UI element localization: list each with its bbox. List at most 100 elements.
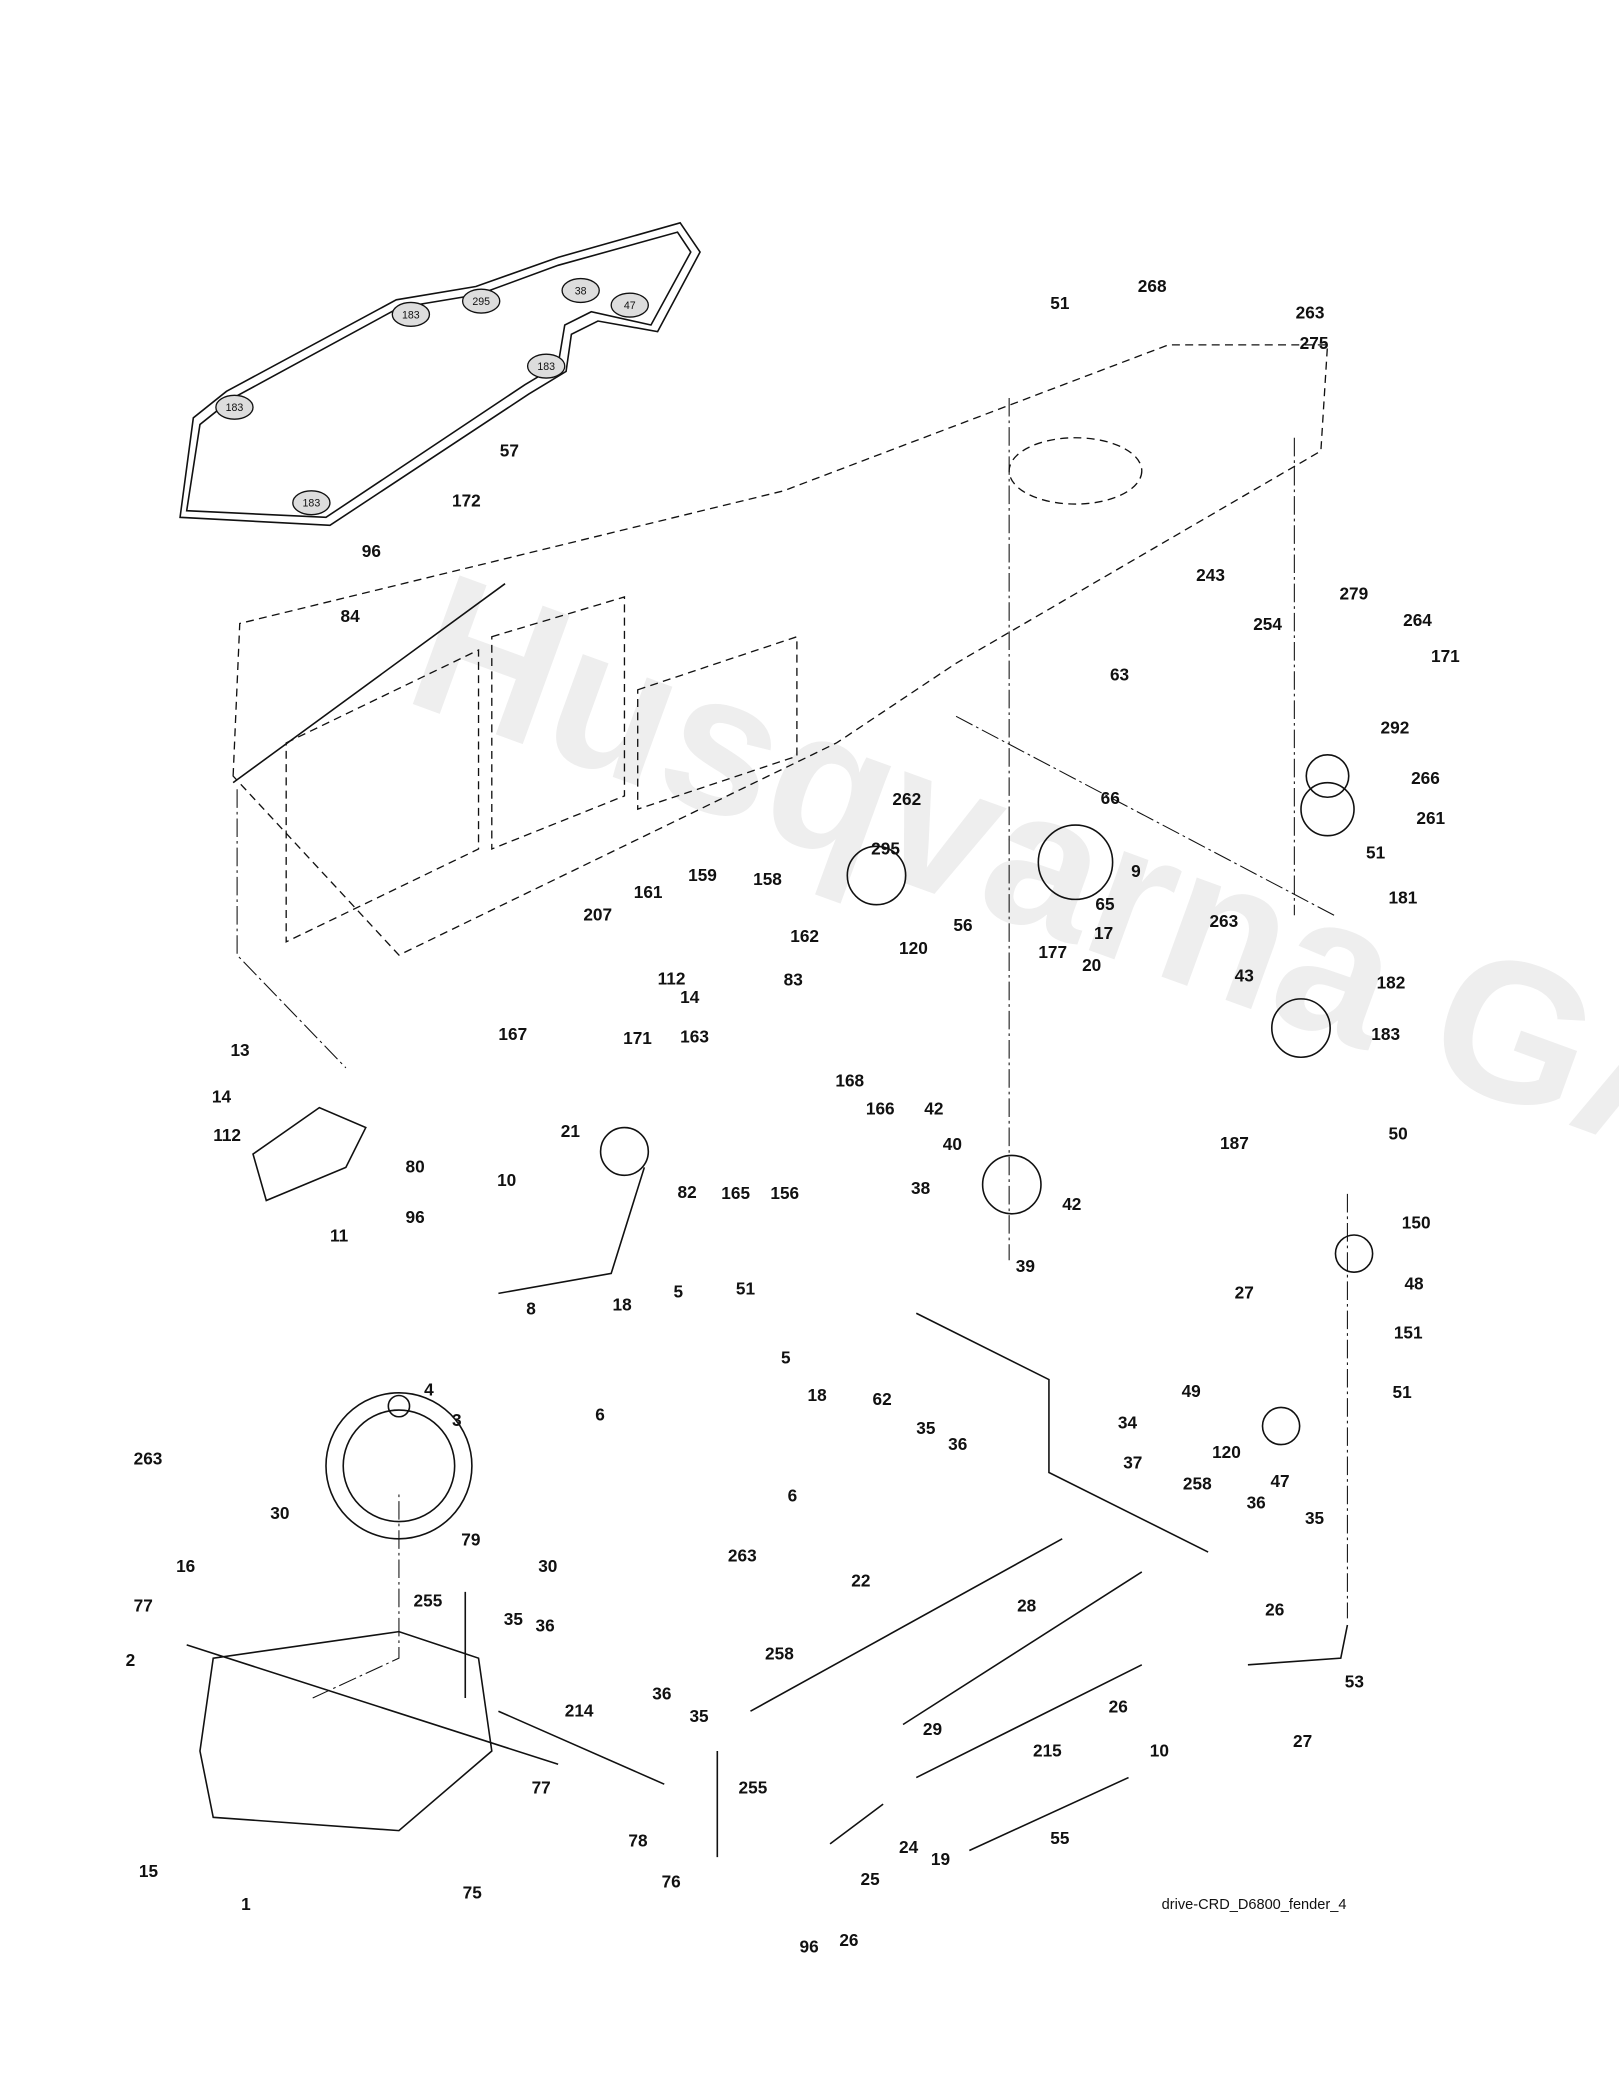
part-callout-label: 254 <box>1253 614 1282 634</box>
part-callout-label: 82 <box>678 1182 697 1202</box>
part-callout-label: 162 <box>790 926 819 946</box>
part-callout-label: 112 <box>658 968 686 988</box>
part-callout-label: 30 <box>538 1556 557 1576</box>
part-callout-label: 80 <box>406 1157 425 1177</box>
part-callout-label: 35 <box>916 1418 936 1438</box>
part-callout-label: 158 <box>753 869 782 889</box>
belt-pulley-label: 183 <box>303 498 321 510</box>
part-callout-label: 268 <box>1138 276 1167 296</box>
part-callout-label: 96 <box>362 541 381 561</box>
part-callout-label: 181 <box>1389 887 1418 907</box>
part-callout-label: 18 <box>808 1385 828 1405</box>
part-callout-label: 27 <box>1235 1283 1254 1303</box>
part-callout-label: 96 <box>406 1207 425 1227</box>
part-callout-label: 35 <box>1305 1508 1325 1528</box>
part-callout-label: 65 <box>1095 894 1115 914</box>
drive-belt <box>179 221 701 527</box>
part-callout-label: 14 <box>680 987 700 1007</box>
part-callout-label: 42 <box>1062 1194 1081 1214</box>
part-callout-label: 84 <box>341 606 361 626</box>
part-callout-label: 26 <box>839 1930 858 1950</box>
part-callout-label: 275 <box>1300 333 1329 353</box>
part-callout-label: 36 <box>536 1616 555 1636</box>
part-callout-label: 40 <box>943 1134 962 1154</box>
part-callout-label: 167 <box>498 1024 527 1044</box>
part-callout-label: 165 <box>721 1183 750 1203</box>
belt-pulley-marker: 183 <box>391 301 431 327</box>
part-callout-label: 10 <box>1150 1740 1169 1760</box>
part-callout-label: 77 <box>134 1596 153 1616</box>
belt-pulley-marker: 47 <box>610 292 649 318</box>
part-callout-label: 112 <box>213 1125 241 1145</box>
belt-pulley-marker: 38 <box>561 277 600 304</box>
part-callout-label: 292 <box>1381 718 1410 738</box>
part-callout-label: 264 <box>1403 610 1432 630</box>
part-callout-label: 1 <box>241 1894 251 1914</box>
part-callout-label: 34 <box>1118 1413 1138 1433</box>
part-callout-label: 151 <box>1394 1322 1423 1342</box>
part-callout-label: 37 <box>1123 1452 1142 1472</box>
part-callout-label: 166 <box>866 1098 895 1118</box>
part-callout-label: 56 <box>953 915 972 935</box>
part-callout-label: 3 <box>452 1410 462 1430</box>
part-callout-label: 214 <box>565 1701 594 1721</box>
part-callout-label: 161 <box>634 882 663 902</box>
part-callout-label: 266 <box>1411 768 1440 788</box>
belt-pulley-label: 295 <box>472 296 490 308</box>
part-callout-label: 177 <box>1038 942 1067 962</box>
part-callout-label: 9 <box>1131 861 1141 881</box>
part-callout-label: 83 <box>784 970 803 990</box>
part-callout-label: 47 <box>1270 1471 1289 1491</box>
part-callout-label: 263 <box>1296 302 1325 322</box>
part-callout-label: 163 <box>680 1027 709 1047</box>
part-callout-label: 182 <box>1377 972 1406 992</box>
part-callout-label: 10 <box>497 1170 516 1190</box>
part-callout-label: 6 <box>788 1486 798 1506</box>
part-callout-label: 78 <box>628 1831 648 1851</box>
part-callout-label: 5 <box>674 1281 684 1301</box>
part-callout-label: 26 <box>1109 1697 1128 1717</box>
part-callout-label: 27 <box>1293 1731 1312 1751</box>
part-callout-label: 28 <box>1017 1596 1037 1616</box>
part-callout-label: 22 <box>851 1571 870 1591</box>
part-callout-label: 66 <box>1101 788 1120 808</box>
part-callout-label: 57 <box>500 440 519 460</box>
part-callout-label: 16 <box>176 1556 195 1576</box>
part-callout-label: 262 <box>892 789 921 809</box>
part-callout-label: 14 <box>212 1086 232 1106</box>
belt-pulley-label: 183 <box>537 361 555 373</box>
part-callout-label: 255 <box>414 1590 443 1610</box>
part-callout-label: 8 <box>526 1299 536 1319</box>
part-callout-label: 51 <box>1393 1382 1413 1402</box>
part-callout-label: 51 <box>1366 842 1386 862</box>
part-callout-label: 295 <box>871 838 900 858</box>
part-callout-label: 11 <box>330 1226 349 1246</box>
belt-pulley-marker: 183 <box>526 353 566 379</box>
part-callout-label: 96 <box>800 1937 819 1957</box>
part-callout-label: 24 <box>899 1837 919 1857</box>
part-callout-label: 43 <box>1235 966 1254 986</box>
part-callout-label: 36 <box>1247 1492 1266 1512</box>
part-callout-label: 263 <box>1209 911 1238 931</box>
belt-pulley-marker: 295 <box>461 288 501 314</box>
part-callout-label: 279 <box>1339 584 1368 604</box>
part-callout-label: 35 <box>504 1609 524 1629</box>
part-callout-label: 36 <box>652 1683 671 1703</box>
part-callout-label: 172 <box>452 491 481 511</box>
part-callout-label: 77 <box>532 1777 551 1797</box>
part-callout-label: 35 <box>689 1706 709 1726</box>
part-callout-label: 75 <box>463 1882 483 1902</box>
part-callout-label: 49 <box>1182 1381 1201 1401</box>
part-callout-label: 36 <box>948 1434 967 1454</box>
part-callout-label: 79 <box>461 1529 480 1549</box>
part-callout-label: 26 <box>1265 1600 1284 1620</box>
part-callout-label: 17 <box>1094 923 1113 943</box>
part-callout-label: 51 <box>736 1279 756 1299</box>
part-callout-label: 150 <box>1402 1212 1431 1232</box>
part-callout-label: 38 <box>911 1178 931 1198</box>
part-callout-label: 159 <box>688 865 717 885</box>
diagram-caption: drive-CRD_D6800_fender_4 <box>1162 1897 1347 1913</box>
part-callout-label: 25 <box>861 1869 881 1889</box>
belt-pulley-marker: 183 <box>292 490 331 516</box>
part-callout-label: 243 <box>1196 565 1225 585</box>
